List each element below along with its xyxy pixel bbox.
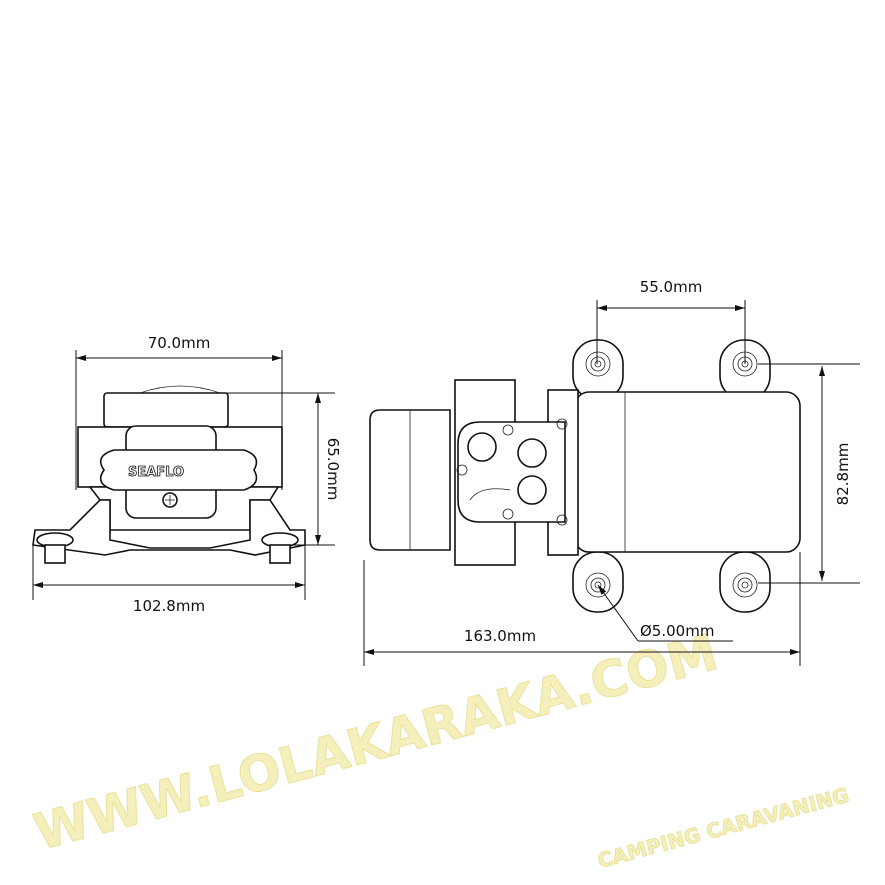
top-dimensions: 55.0mm 82.8mm 163.0mm Ø5.00mm (363, 278, 860, 666)
brand-label: SEAFLO (128, 465, 184, 480)
dim-front-width: 70.0mm (148, 334, 211, 352)
dim-hole-diameter: Ø5.00mm (640, 622, 714, 640)
watermark-sub: CAMPING CARAVANING (595, 783, 851, 873)
dim-hole-spacing: 55.0mm (640, 278, 703, 296)
watermark-logo: WWW.LOLAKARAKA.COM CAMPING CARAVANING (28, 623, 852, 874)
front-dimensions: 70.0mm 65.0mm 102.8mm (32, 334, 342, 615)
front-view: SEAFLO (32, 385, 306, 564)
top-view (369, 339, 801, 613)
dim-mount-depth: 82.8mm (834, 443, 852, 506)
dim-overall-length: 163.0mm (464, 627, 536, 645)
dim-front-height: 65.0mm (324, 438, 342, 501)
watermark-main: WWW.LOLAKARAKA.COM (28, 623, 723, 861)
dim-base-width: 102.8mm (133, 597, 205, 615)
